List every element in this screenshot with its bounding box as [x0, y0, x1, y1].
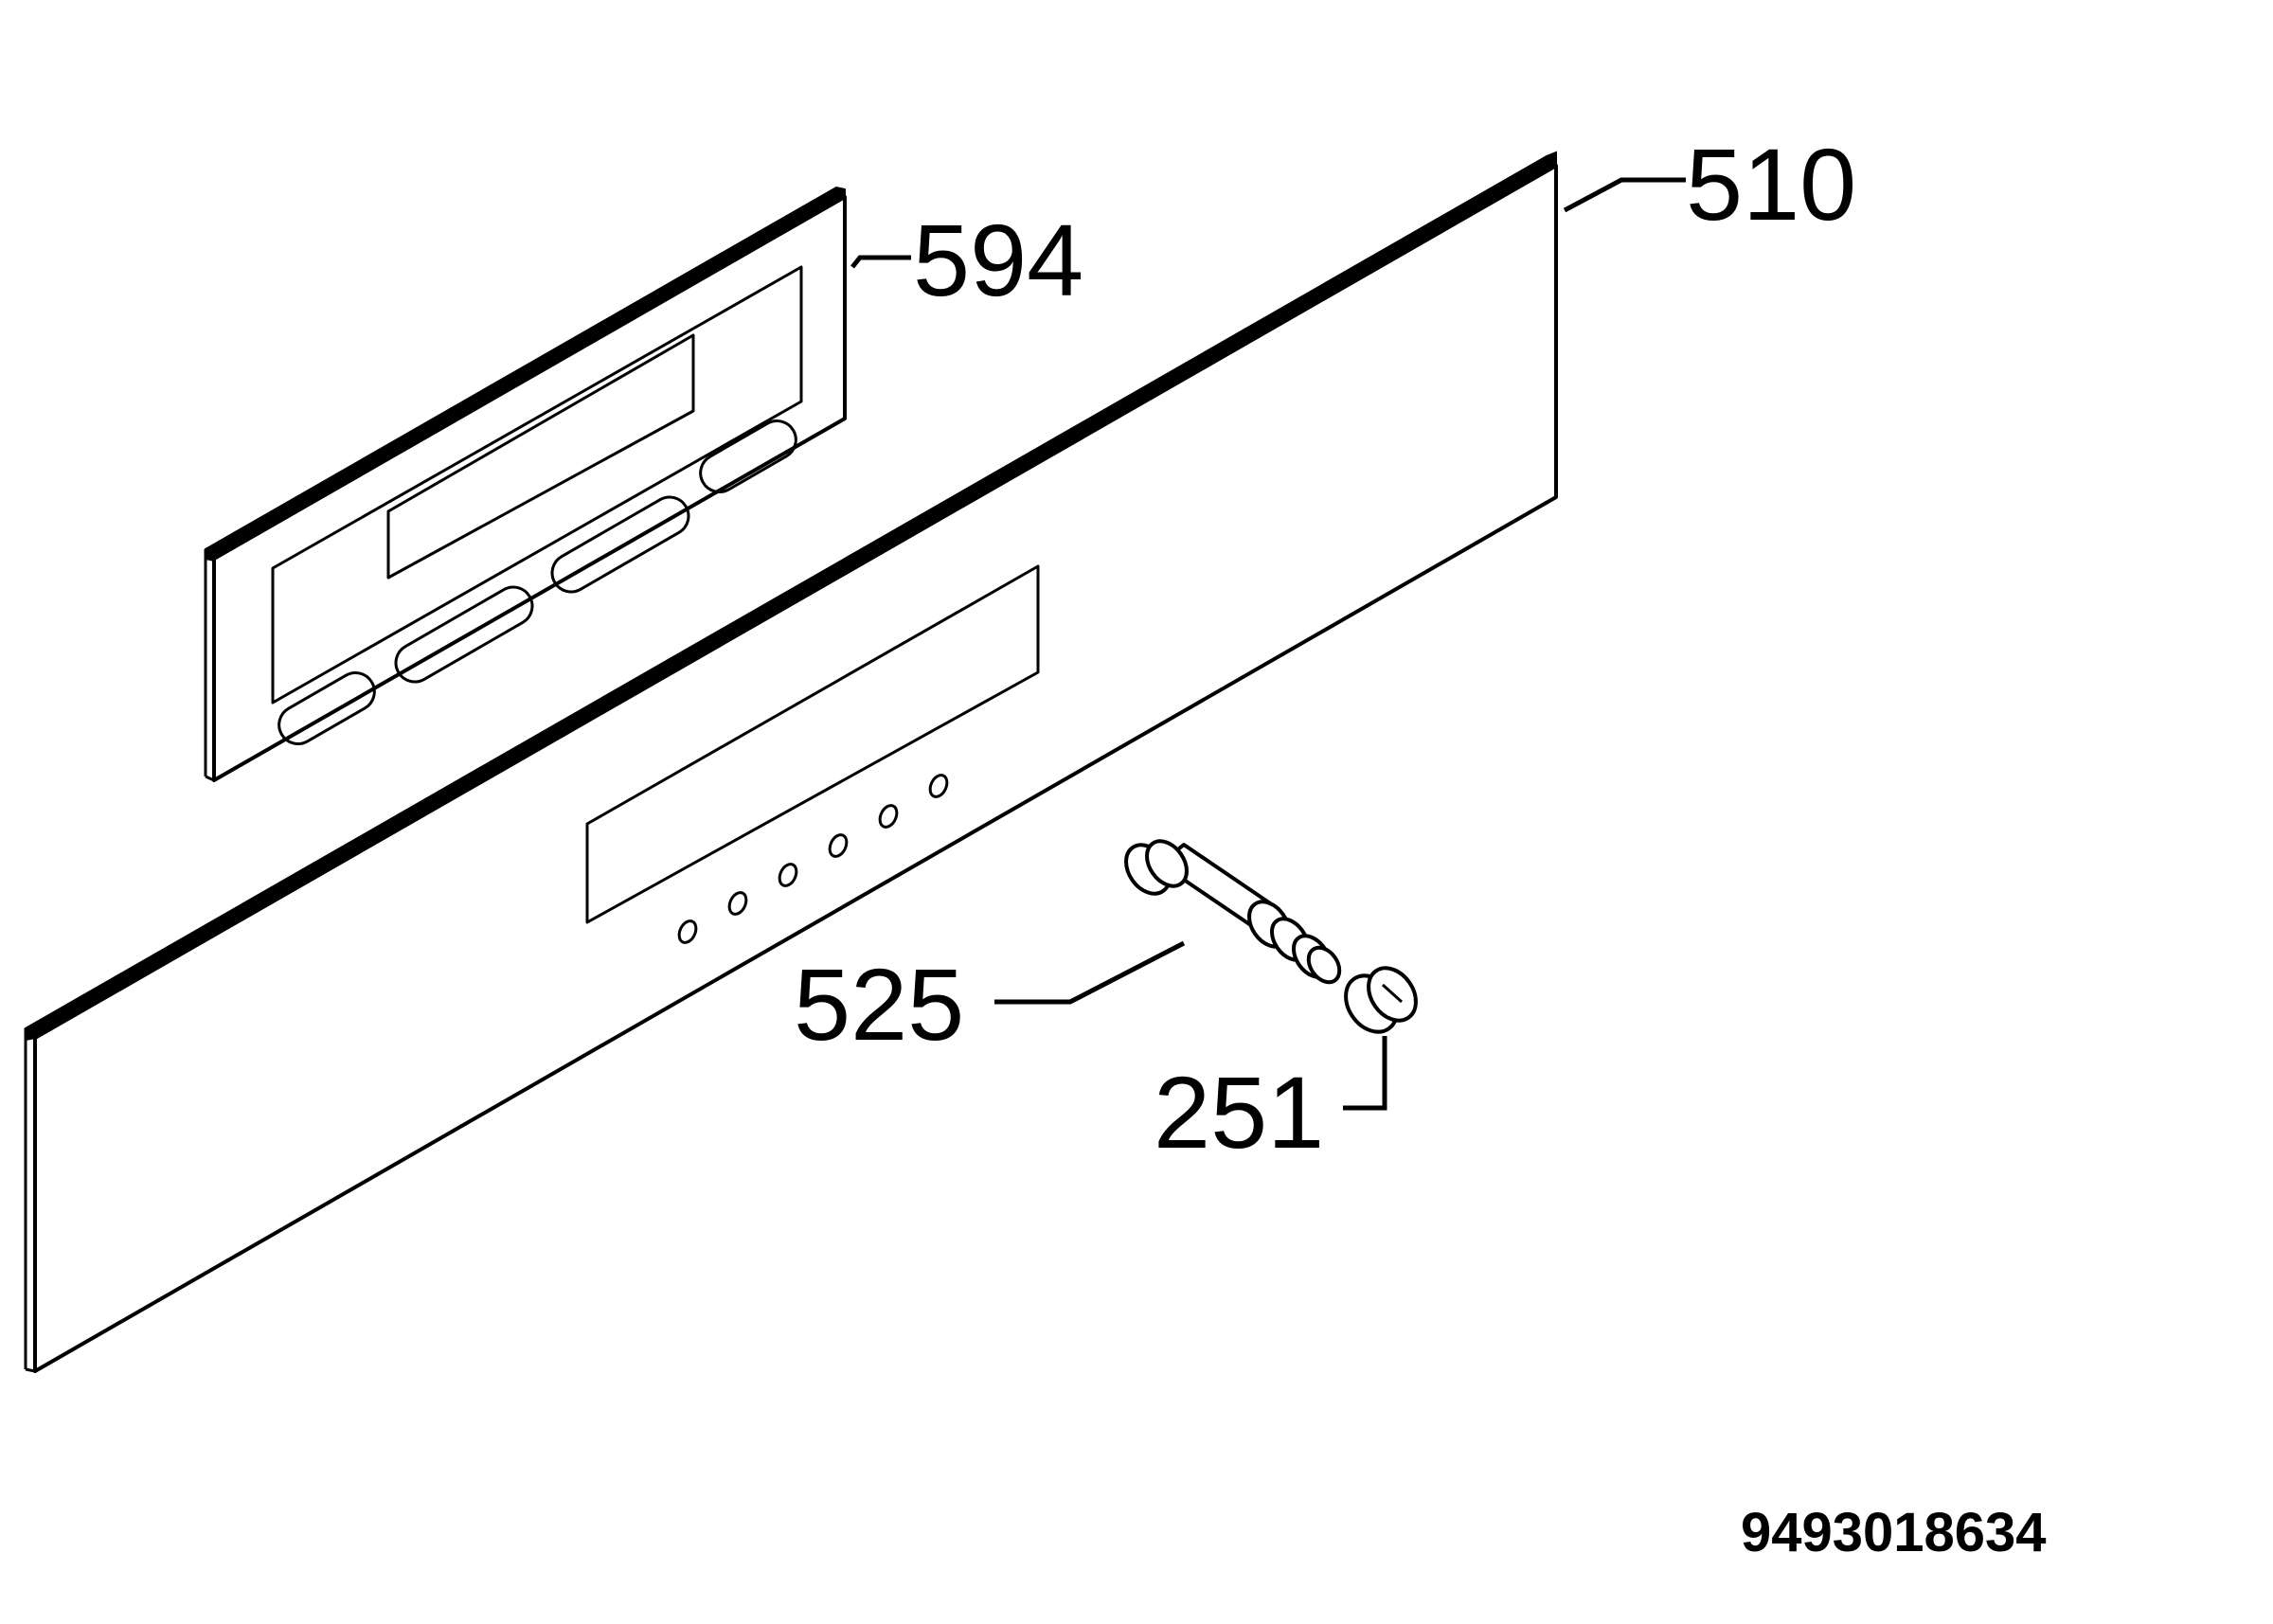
button-hole: [778, 863, 798, 887]
keypad: [550, 495, 690, 594]
leader-525: [994, 940, 1186, 1005]
keypad: [277, 671, 376, 745]
button-hole: [828, 833, 849, 858]
leader-510: [1563, 177, 1686, 213]
label-525: 525: [794, 947, 964, 1062]
leader-251: [1343, 1036, 1387, 1111]
part-251-knob: [1344, 966, 1418, 1034]
panel-510-button-holes: [677, 774, 949, 944]
part-525-shaft: [1124, 839, 1342, 985]
button-hole: [928, 774, 949, 798]
button-hole: [677, 919, 698, 944]
panel-510-display-window: [585, 564, 1040, 924]
label-510: 510: [1686, 127, 1856, 241]
part-594-overlay: [204, 186, 847, 782]
leader-594: [850, 255, 911, 269]
part-510-panel: [24, 151, 1558, 1373]
panel-510-face: [33, 164, 1558, 1373]
keypad: [699, 419, 797, 493]
button-hole: [878, 804, 899, 829]
button-hole: [727, 891, 748, 916]
keypad: [394, 585, 534, 684]
label-251: 251: [1154, 1055, 1324, 1169]
overlay-594-keypads: [277, 419, 797, 745]
label-594: 594: [913, 203, 1083, 317]
overlay-594-inner-frame: [271, 265, 803, 705]
document-number: 9493018634: [1741, 1502, 2047, 1563]
overlay-594-display: [386, 333, 695, 580]
overlay-594-face: [212, 195, 847, 782]
